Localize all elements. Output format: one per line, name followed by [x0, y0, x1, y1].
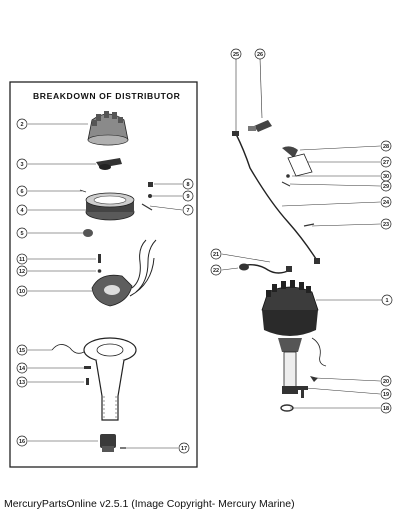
copyright-footer: MercuryPartsOnline v2.5.1 (Image Copyrig… [4, 498, 295, 510]
seal-part [79, 189, 87, 193]
rotor-part [96, 158, 122, 170]
callout-1: 1 [385, 298, 388, 304]
sensor-part [248, 120, 272, 132]
callout-10: 10 [19, 289, 25, 295]
callout-7: 7 [186, 208, 189, 214]
pickup-module-part [91, 239, 157, 307]
callout-12: 12 [19, 269, 25, 275]
inset-callout-labels: 2 3 6 4 5 11 12 10 15 14 13 16 17 8 9 7 [19, 122, 190, 452]
callout-2: 2 [20, 122, 23, 128]
callout-17: 17 [181, 446, 187, 452]
main-leader-lines [221, 57, 382, 409]
callout-26: 26 [257, 52, 263, 58]
main-callout-circles [210, 48, 393, 414]
harness-part [239, 263, 292, 274]
screw-part [97, 254, 102, 273]
callout-14: 14 [19, 366, 26, 372]
distributor-exploded-diagram: BREAKDOWN OF DISTRIBUTOR [9, 48, 393, 468]
callout-9: 9 [186, 194, 189, 200]
callout-6: 6 [20, 189, 23, 195]
callout-5: 5 [20, 231, 23, 237]
clip-parts [281, 146, 313, 187]
lead-wire-part [232, 131, 320, 264]
distributor-cap-part [87, 111, 129, 146]
distributor-housing-part [51, 337, 137, 421]
pin-part [84, 366, 91, 385]
callout-3: 3 [20, 162, 23, 168]
callout-15: 15 [19, 348, 25, 354]
callout-28: 28 [383, 144, 389, 150]
callout-25: 25 [233, 52, 239, 58]
ground-wire-part [303, 223, 315, 227]
callout-23: 23 [383, 222, 389, 228]
callout-4: 4 [20, 208, 24, 214]
callout-20: 20 [383, 379, 389, 385]
main-callout-labels: 25 26 28 27 30 29 24 23 21 22 1 20 19 18 [213, 52, 390, 412]
housing-ring-part [85, 192, 135, 221]
callout-11: 11 [19, 257, 25, 263]
callout-29: 29 [383, 184, 389, 190]
distributor-assembly-part [261, 280, 327, 394]
callout-19: 19 [383, 392, 389, 398]
drive-gear-part [100, 434, 126, 452]
callout-8: 8 [186, 182, 189, 188]
small-hardware-parts [141, 182, 153, 211]
inset-callout-circles [16, 118, 194, 454]
callout-24: 24 [383, 200, 390, 206]
callout-16: 16 [19, 439, 25, 445]
o-ring-part [280, 404, 294, 412]
callout-27: 27 [383, 160, 389, 166]
callout-13: 13 [19, 380, 25, 386]
inset-title: BREAKDOWN OF DISTRIBUTOR [33, 91, 181, 101]
inset-leader-lines [28, 123, 183, 449]
bolt-parts [298, 376, 318, 398]
callout-18: 18 [383, 406, 389, 412]
callout-21: 21 [213, 252, 219, 258]
washer-part [83, 229, 93, 237]
callout-22: 22 [213, 268, 219, 274]
callout-30: 30 [383, 174, 389, 180]
